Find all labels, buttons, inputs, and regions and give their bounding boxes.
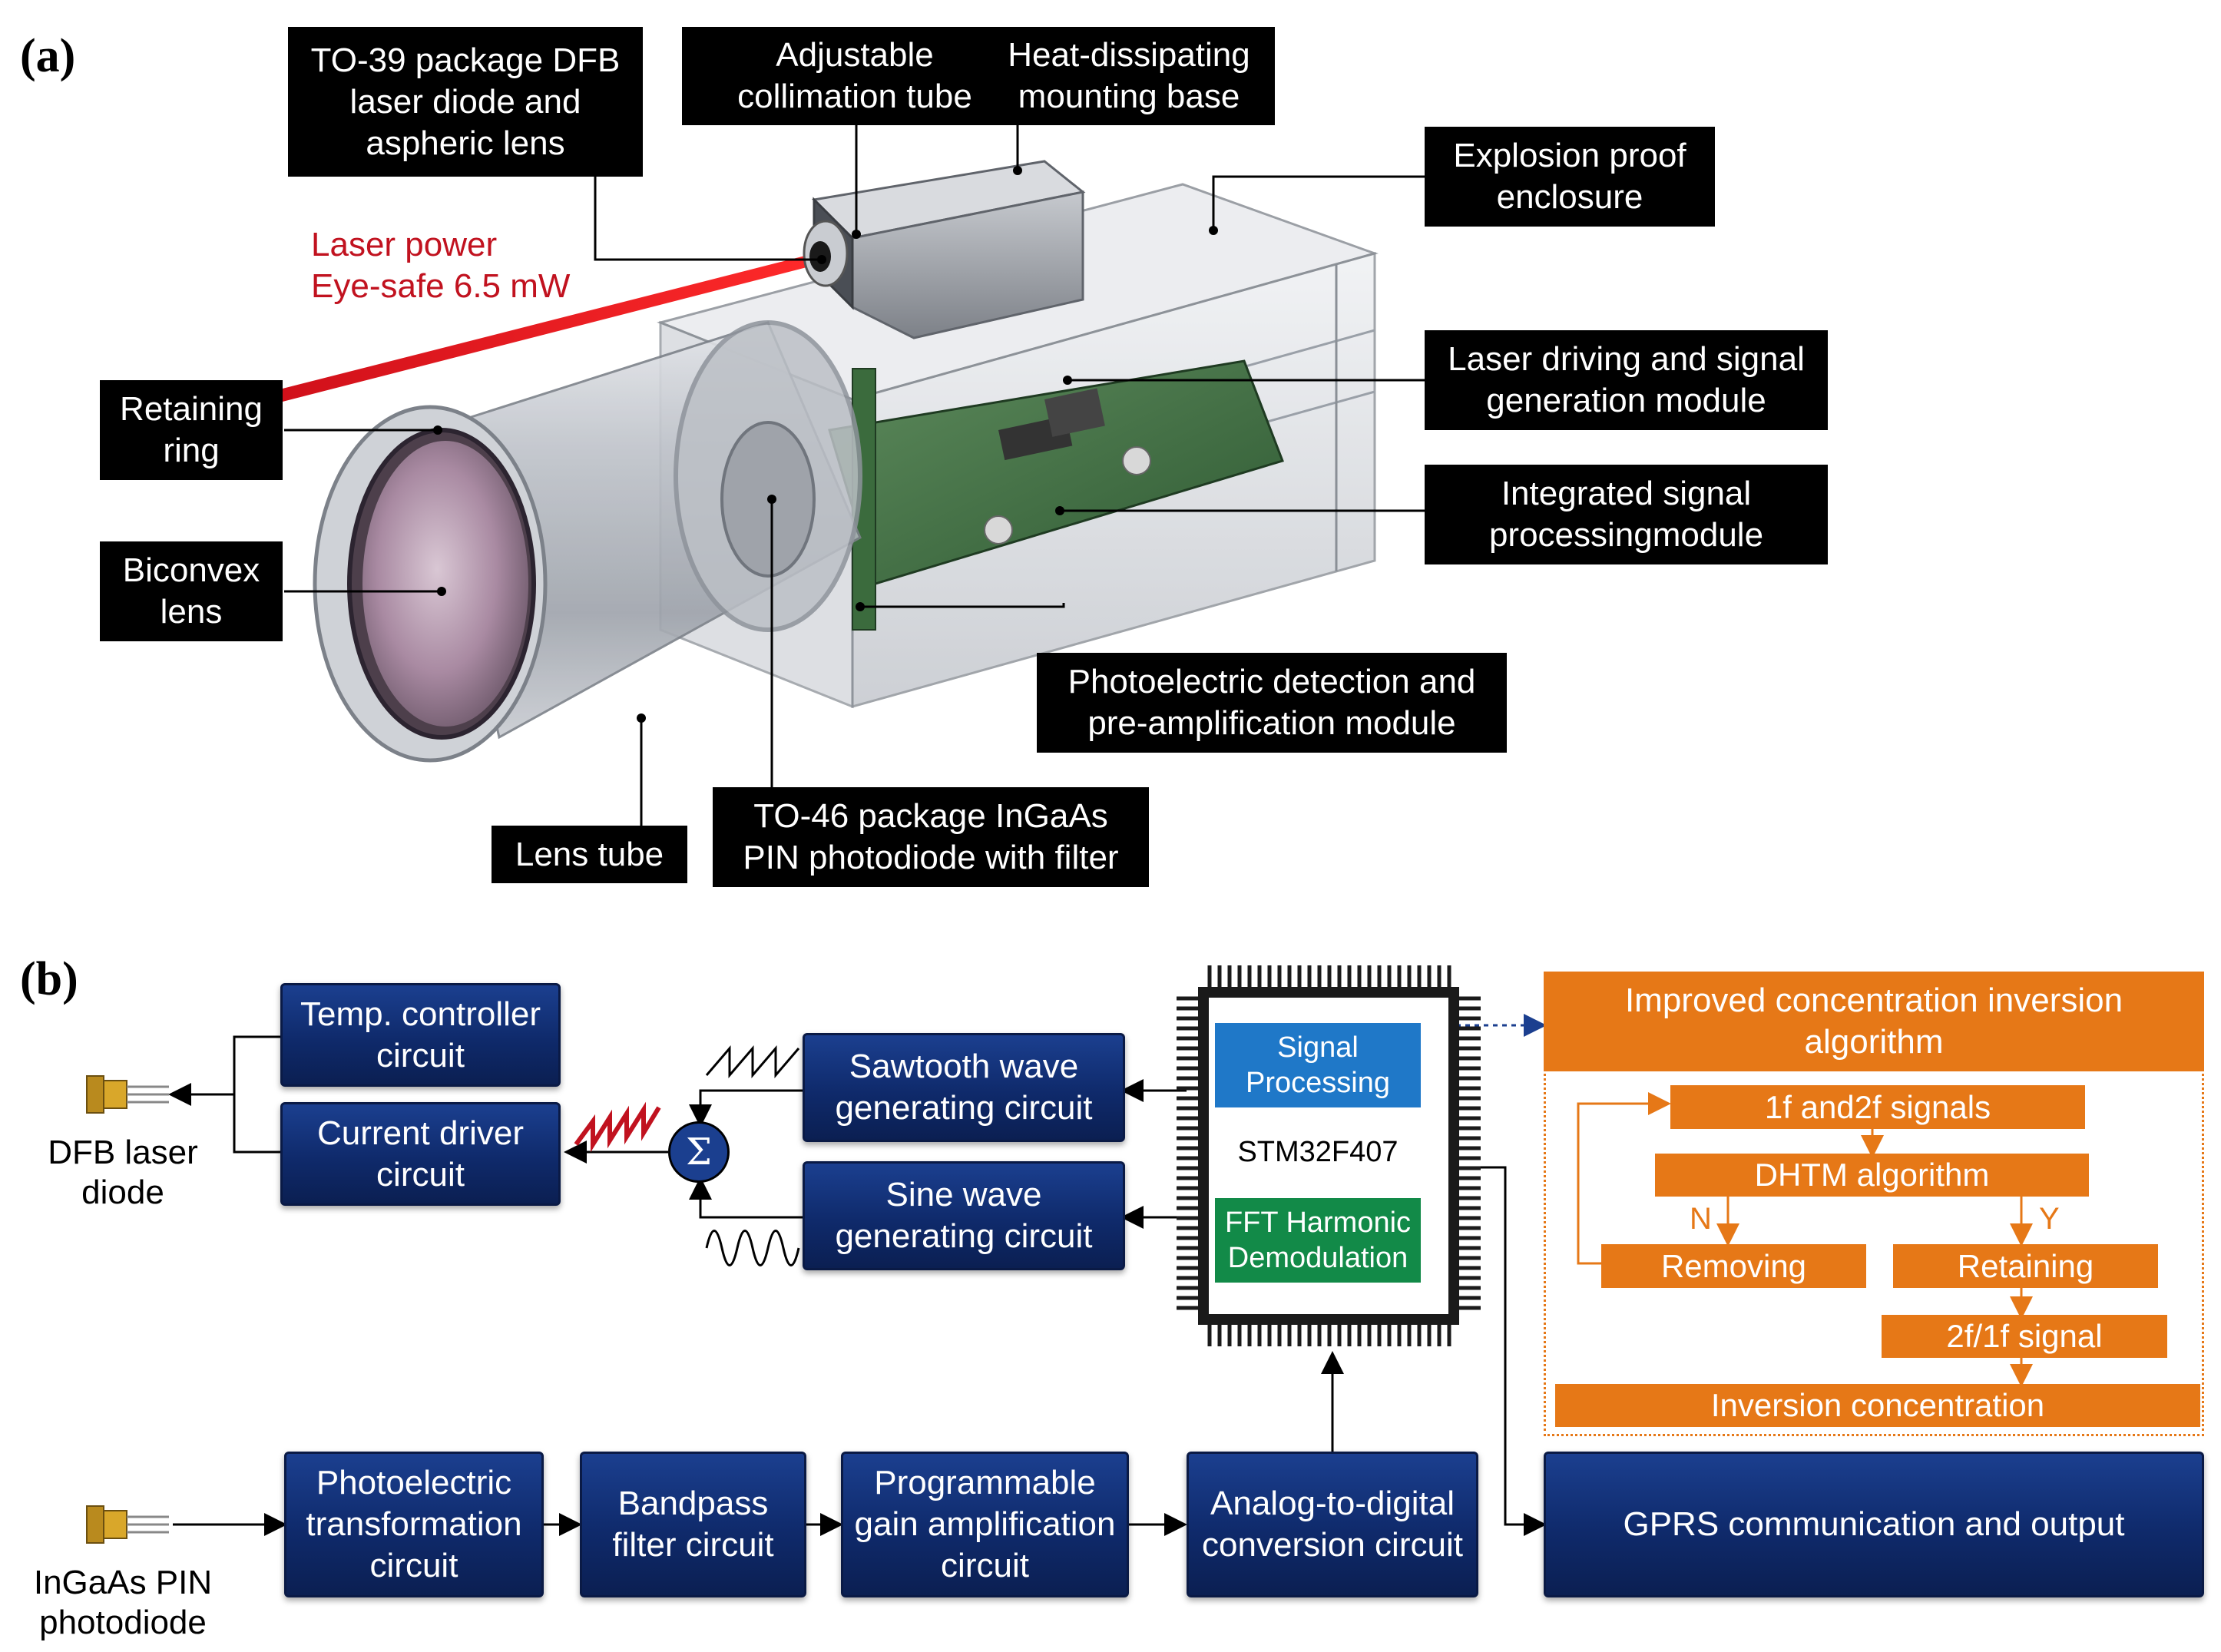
callout-lens-tube: Lens tube	[492, 826, 687, 883]
ingaas-photodiode-icon	[86, 1505, 169, 1544]
chip-fft-demodulation: FFT Harmonic Demodulation	[1215, 1198, 1421, 1283]
modulated-waveform-icon	[574, 1101, 661, 1153]
callout-laser-driving: Laser driving and signal generation modu…	[1425, 330, 1828, 430]
step-1f-2f-signals: 1f and2f signals	[1670, 1085, 2085, 1129]
callout-biconvex-lens: Biconvex lens	[100, 541, 283, 641]
chip-signal-processing: Signal Processing	[1215, 1023, 1421, 1107]
summation-node: Σ	[668, 1121, 730, 1183]
step-ratio-signal: 2f/1f signal	[1882, 1315, 2167, 1358]
leader-lines-a	[284, 111, 1425, 826]
callout-collimation: Adjustable collimation tube	[682, 27, 1028, 125]
adc-block: Analog-to-digital conversion circuit	[1187, 1452, 1478, 1597]
sine-block: Sine wave generating circuit	[803, 1161, 1125, 1270]
callout-to46: TO-46 package InGaAs PIN photodiode with…	[713, 787, 1149, 887]
callout-enclosure: Explosion proof enclosure	[1425, 127, 1715, 227]
sawtooth-block: Sawtooth wave generating circuit	[803, 1033, 1125, 1142]
panel-b-letter: (b)	[20, 953, 78, 1005]
sine-waveform-icon	[705, 1230, 800, 1266]
pga-block: Programmable gain amplification circuit	[841, 1452, 1129, 1597]
step-inversion-concentration: Inversion concentration	[1555, 1384, 2200, 1427]
step-dhtm-algorithm: DHTM algorithm	[1655, 1154, 2089, 1197]
dfb-laser-diode-icon	[86, 1075, 169, 1114]
callout-retaining-ring: Retaining ring	[100, 380, 283, 480]
branch-y-label: Y	[2039, 1202, 2060, 1236]
gprs-block: GPRS communication and output	[1544, 1452, 2204, 1597]
callout-to39: TO-39 package DFB laser diode and aspher…	[288, 27, 643, 177]
ingaas-photodiode-label: InGaAs PIN photodiode	[33, 1564, 213, 1641]
laser-power-label: Laser power Eye-safe 6.5 mW	[311, 226, 571, 305]
temp-controller-block: Temp. controller circuit	[280, 983, 561, 1087]
biconvex-lens-shape	[362, 441, 528, 727]
callout-heat-base: Heat-dissipating mounting base	[983, 27, 1275, 125]
step-retaining: Retaining	[1893, 1244, 2158, 1288]
bandpass-block: Bandpass filter circuit	[580, 1452, 806, 1597]
dfb-laser-diode-label: DFB laser diode	[48, 1134, 198, 1211]
current-driver-block: Current driver circuit	[280, 1102, 561, 1206]
chip-model-label: STM32F407	[1237, 1136, 1398, 1168]
callout-photoelectric: Photoelectric detection and pre-amplific…	[1037, 653, 1507, 753]
sensor-device-illustration	[276, 160, 1379, 763]
laser-beam	[276, 253, 819, 402]
sawtooth-waveform-icon	[705, 1045, 800, 1079]
panel-a-letter: (a)	[20, 30, 76, 82]
branch-n-label: N	[1690, 1202, 1712, 1236]
photoelectric-block: Photoelectric transformation circuit	[284, 1452, 544, 1597]
step-removing: Removing	[1601, 1244, 1866, 1288]
callout-integrated: Integrated signal processingmodule	[1425, 465, 1828, 564]
algorithm-title: Improved concentration inversion algorit…	[1544, 972, 2204, 1071]
